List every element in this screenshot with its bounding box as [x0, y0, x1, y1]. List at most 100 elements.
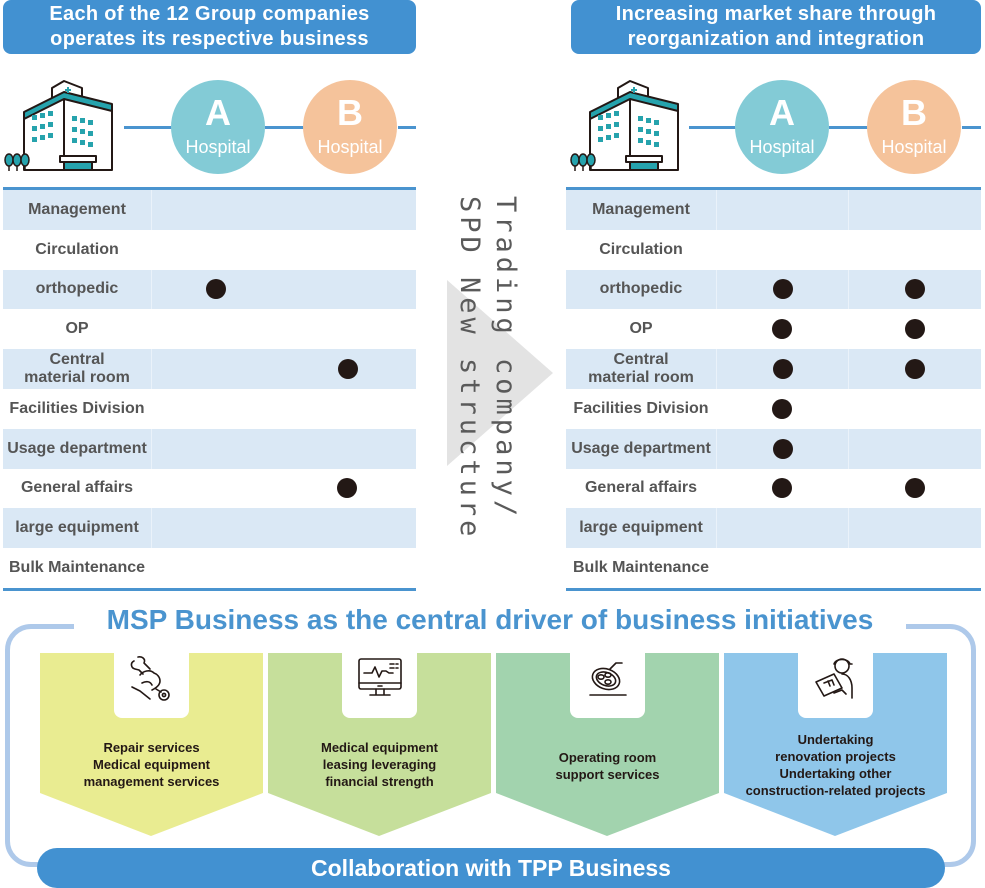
row-value-cell [151, 309, 416, 349]
card-icon-box [570, 653, 645, 718]
row-value-cell [151, 190, 416, 230]
worker-blueprint-icon [815, 658, 853, 699]
table-row: Circulation [3, 230, 416, 270]
right-banner: Increasing market share through reorgani… [571, 0, 981, 54]
hospital-a-dot [772, 359, 793, 380]
row-label: OP [65, 320, 89, 338]
table-row: orthopedic [3, 269, 416, 310]
hospital-a-circle: A Hospital [171, 80, 265, 174]
card-text-line: Undertaking other [779, 766, 892, 781]
row-label-line: Central [613, 351, 669, 369]
hospital-b-cell [848, 190, 981, 230]
hospital-b-label: Hospital [317, 137, 383, 157]
row-value-cell [151, 230, 416, 270]
hospital-b-dot [904, 478, 925, 499]
card-background [268, 653, 491, 836]
card-text-line: construction-related projects [745, 783, 926, 798]
card-text: Medical equipment leasing leveraging fin… [268, 739, 491, 790]
row-value-cell [151, 548, 416, 588]
row-label: large equipment [15, 519, 139, 537]
msp-card-operating-room: Operating room support services [496, 653, 719, 836]
row-value-cell [151, 269, 416, 310]
hospital-a-dot [206, 279, 226, 300]
row-label-line: material room [24, 369, 130, 387]
right-banner-line-2: reorganization and integration [627, 28, 925, 50]
card-background [724, 653, 947, 836]
card-background [40, 653, 263, 836]
connector-line [398, 126, 416, 129]
row-label: Circulation [599, 240, 683, 258]
msp-card-leasing: Medical equipment leasing leveraging fin… [268, 653, 491, 836]
hospital-a-cell [716, 269, 848, 310]
frame-title-gap [74, 612, 906, 636]
row-label: large equipment [579, 519, 703, 537]
hospital-a-cell [716, 190, 848, 230]
transition-text-line-1: Trading company/ [490, 196, 521, 521]
hospital-a-circle: A Hospital [735, 80, 829, 174]
wrench-hand-icon [130, 656, 170, 701]
hospital-b-circle: B Hospital [303, 80, 397, 174]
hospital-a-cell [716, 309, 848, 349]
table-bottom-rule [3, 587, 416, 591]
card-icon-box [114, 653, 189, 718]
table-row: Bulk Maintenance [3, 548, 416, 588]
msp-card-repair: Repair services Medical equipment manage… [40, 653, 263, 836]
hospital-b-cell [848, 269, 981, 310]
row-label: Circulation [35, 240, 119, 258]
connector-line [265, 126, 305, 129]
hospital-a-dot [772, 438, 793, 459]
hospital-b-letter: B [337, 92, 363, 133]
table-row: Management [3, 190, 416, 230]
hospital-b-cell [848, 469, 981, 509]
card-text-line: management services [83, 774, 220, 789]
card-icon-box [798, 653, 873, 718]
hospital-b-circle: B Hospital [867, 80, 961, 174]
table-top-rule [566, 187, 981, 190]
table-row: Usage department [3, 428, 416, 469]
card-text-line: Undertaking [797, 732, 874, 747]
transition-arrow [420, 188, 566, 588]
row-label-line: Central [49, 351, 105, 369]
hospital-b-letter: B [901, 92, 927, 133]
table-row: large equipment [566, 508, 981, 549]
hospital-a-letter: A [205, 92, 231, 133]
table-row: Facilities Division [3, 389, 416, 429]
collaboration-banner: Collaboration with TPP Business [37, 848, 945, 888]
hospital-a-label: Hospital [749, 137, 815, 157]
right-hospital-row: A Hospital B Hospital [566, 78, 985, 180]
card-icon-box [342, 653, 417, 718]
msp-title: MSP Business as the central driver of bu… [106, 604, 874, 635]
hospital-a-label: Hospital [185, 137, 251, 157]
row-label: Bulk Maintenance [572, 559, 710, 577]
connector-line [124, 126, 174, 129]
hospital-b-cell [848, 428, 981, 469]
card-background [496, 653, 719, 836]
row-value-cell [151, 349, 416, 389]
hospital-b-dot [338, 359, 358, 380]
card-text: Operating room support services [496, 749, 719, 783]
table-bottom-rule [566, 587, 981, 591]
hospital-a-cell [716, 469, 848, 509]
hospital-b-cell [848, 230, 981, 270]
table-row: orthopedic [566, 269, 981, 310]
hospital-b-label: Hospital [881, 137, 947, 157]
row-label: Management [28, 200, 126, 218]
hospital-a-cell [716, 428, 848, 469]
hospital-a-dot [772, 478, 792, 499]
hospital-a-cell [716, 508, 848, 549]
row-label: Facilities Division [573, 399, 709, 417]
hospital-a-letter: A [769, 92, 795, 133]
card-text-line: financial strength [325, 774, 434, 789]
table-row: large equipment [3, 508, 416, 549]
row-label: Usage department [7, 439, 147, 457]
row-label: Facilities Division [9, 399, 145, 417]
table-row: Facilities Division [566, 389, 981, 429]
left-banner-line-2: operates its respective business [50, 28, 369, 50]
left-banner: Each of the 12 Group companies operates … [3, 0, 416, 54]
hospital-a-cell [716, 389, 848, 429]
hospital-b-cell [848, 309, 981, 349]
card-text-line: leasing leveraging [322, 757, 437, 772]
